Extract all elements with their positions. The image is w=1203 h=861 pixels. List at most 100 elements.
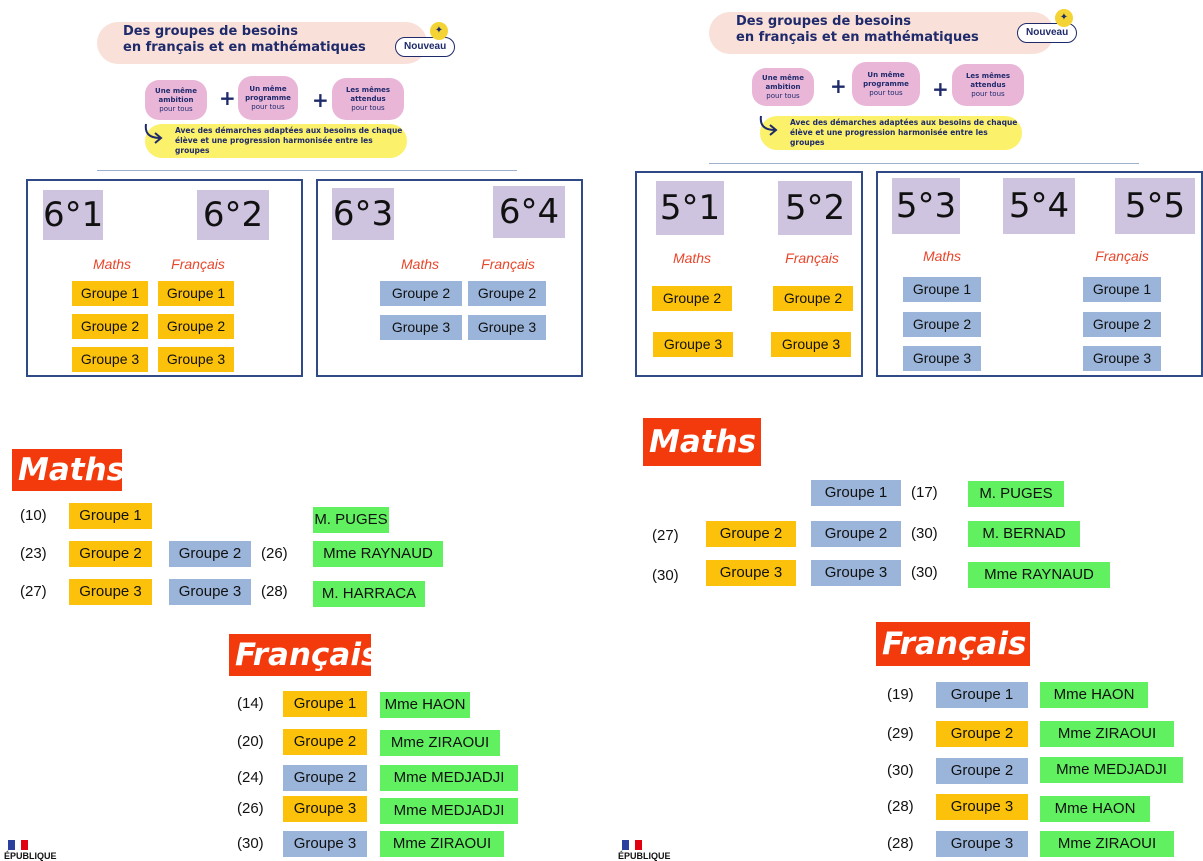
header-banner-left — [97, 22, 427, 64]
group-tag: Groupe 2 — [903, 312, 981, 337]
teacher-tag: Mme ZIRAOUI — [380, 730, 500, 756]
student-count: (28) — [887, 835, 914, 852]
group-tag: Groupe 2 — [652, 286, 732, 311]
plus-icon: + — [932, 77, 949, 101]
group-tag: Groupe 3 — [903, 346, 981, 371]
teacher-tag: Mme ZIRAOUI — [380, 831, 504, 857]
group-tag: Groupe 3 — [1083, 346, 1161, 371]
class-box-6-1-2 — [26, 179, 303, 377]
class-label: 6°1 — [43, 190, 103, 240]
group-tag: Groupe 2 — [283, 765, 367, 791]
group-tag: Groupe 3 — [936, 794, 1028, 820]
group-tag: Groupe 3 — [69, 579, 152, 605]
teacher-tag: M. PUGES — [313, 507, 389, 533]
note-line1: Avec des démarches adaptées aux besoins … — [790, 118, 1018, 127]
republique-label: ÉPUBLIQUE — [4, 851, 57, 861]
student-count: (29) — [887, 725, 914, 742]
bubble-attendus-left: Les mêmes attendus pour tous — [332, 78, 404, 120]
group-tag: Groupe 1 — [283, 691, 367, 717]
header-title-line1: Des groupes de besoins — [123, 24, 299, 39]
bubble-ambition-left: Une même ambition pour tous — [145, 80, 207, 120]
header-title-line1: Des groupes de besoins — [736, 14, 912, 29]
group-tag: Groupe 2 — [72, 314, 148, 339]
group-tag: Groupe 2 — [811, 521, 901, 547]
teacher-tag: Mme RAYNAUD — [313, 541, 443, 567]
group-tag: Groupe 1 — [903, 277, 981, 302]
student-count: (30) — [887, 762, 914, 779]
teacher-tag: Mme MEDJADJI — [1040, 757, 1183, 783]
group-tag: Groupe 3 — [468, 315, 546, 340]
bubble-programme-right: Un même programme pour tous — [852, 62, 920, 106]
maths-title-right: Maths — [643, 418, 761, 466]
separator-left — [97, 170, 517, 171]
teacher-tag: Mme HAON — [1040, 796, 1150, 822]
group-tag: Groupe 1 — [1083, 277, 1161, 302]
group-tag: Groupe 3 — [169, 579, 251, 605]
group-tag: Groupe 2 — [706, 521, 796, 547]
french-flag-icon — [8, 840, 29, 850]
group-tag: Groupe 3 — [653, 332, 733, 357]
class-label: 5°5 — [1115, 178, 1195, 234]
note-line2: élève et une progression harmonisée entr… — [790, 128, 988, 147]
student-count: (17) — [911, 484, 938, 501]
group-tag: Groupe 3 — [706, 560, 796, 586]
bubble-programme-left: Un même programme pour tous — [238, 76, 298, 120]
teacher-tag: Mme ZIRAOUI — [1040, 721, 1174, 747]
teacher-tag: Mme HAON — [380, 692, 470, 718]
student-count: (20) — [237, 733, 264, 750]
note-right: Avec des démarches adaptées aux besoins … — [760, 116, 1022, 150]
teacher-tag: Mme HAON — [1040, 682, 1148, 708]
class-label: 5°4 — [1003, 178, 1075, 234]
plus-icon: + — [830, 74, 847, 98]
student-count: (23) — [20, 545, 47, 562]
group-tag: Groupe 3 — [158, 347, 234, 372]
note-line2: élève et une progression harmonisée entr… — [175, 136, 373, 155]
group-tag: Groupe 2 — [69, 541, 152, 567]
student-count: (26) — [237, 800, 264, 817]
group-tag: Groupe 1 — [72, 281, 148, 306]
group-tag: Groupe 1 — [158, 281, 234, 306]
student-count: (28) — [261, 583, 288, 600]
header-title-line2: en français et en mathématiques — [736, 30, 979, 45]
group-tag: Groupe 2 — [283, 729, 367, 755]
bubble-sub: pour tous — [971, 89, 1005, 98]
header-title-line2: en français et en mathématiques — [123, 40, 366, 55]
subject-maths: Maths — [922, 248, 962, 264]
class-label: 5°3 — [892, 178, 960, 234]
class-label: 6°4 — [493, 186, 565, 238]
subject-maths: Maths — [672, 250, 712, 266]
bubble-sub: pour tous — [869, 88, 903, 97]
header-title-right: Des groupes de besoins en français et en… — [736, 14, 979, 46]
bubble-bold: Les mêmes attendus — [965, 71, 1011, 89]
teacher-tag: M. BERNAD — [968, 521, 1080, 547]
subject-francais: Français — [171, 256, 225, 272]
new-badge-left: Nouveau — [395, 37, 456, 57]
subject-maths: Maths — [92, 256, 132, 272]
student-count: (30) — [652, 567, 679, 584]
subject-francais: Français — [785, 250, 839, 266]
group-tag: Groupe 1 — [936, 682, 1028, 708]
curved-arrow-icon — [144, 123, 163, 144]
student-count: (24) — [237, 769, 264, 786]
sparkle-icon: ✦ — [430, 22, 448, 40]
sparkle-icon: ✦ — [1055, 9, 1073, 27]
group-tag: Groupe 2 — [169, 541, 251, 567]
teacher-tag: Mme RAYNAUD — [968, 562, 1110, 588]
new-badge-right: Nouveau — [1017, 23, 1078, 43]
teacher-tag: Mme MEDJADJI — [380, 765, 518, 791]
student-count: (14) — [237, 695, 264, 712]
group-tag: Groupe 1 — [811, 480, 901, 506]
bubble-bold: Un même programme — [245, 84, 291, 102]
header-banner-right — [709, 12, 1054, 54]
curved-arrow-icon — [759, 115, 778, 136]
bubble-bold: Une même ambition — [762, 73, 804, 91]
group-tag: Groupe 2 — [936, 758, 1028, 784]
group-tag: Groupe 3 — [283, 796, 367, 822]
class-label: 6°3 — [332, 188, 394, 240]
group-tag: Groupe 2 — [1083, 312, 1161, 337]
student-count: (30) — [911, 564, 938, 581]
group-tag: Groupe 1 — [69, 503, 152, 529]
group-tag: Groupe 2 — [773, 286, 853, 311]
group-tag: Groupe 3 — [380, 315, 462, 340]
group-tag: Groupe 2 — [936, 721, 1028, 747]
